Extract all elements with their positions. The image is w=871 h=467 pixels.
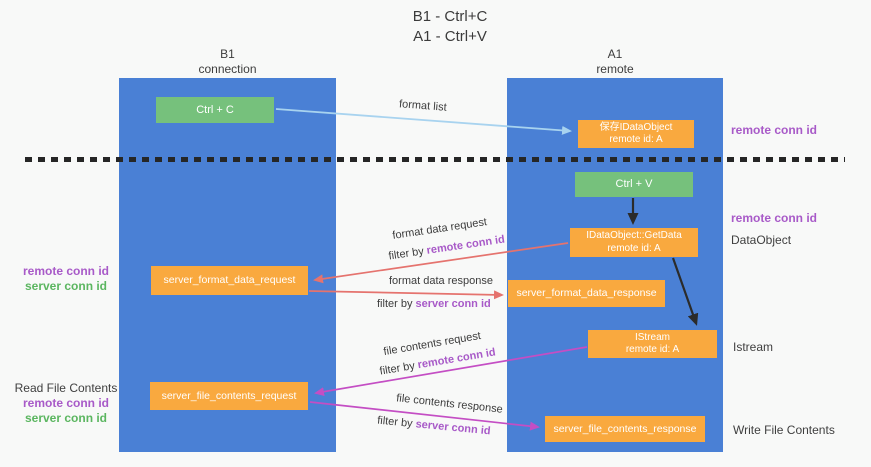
- remote-conn-id-text: remote conn id: [425, 233, 506, 257]
- filter-by-text: filter by: [376, 414, 414, 430]
- box-server-file-contents-request-label: server_file_contents_request: [161, 389, 297, 402]
- filter-by-text: filter by: [387, 245, 425, 263]
- title-line-2: A1 - Ctrl+V: [413, 28, 487, 45]
- box-server-format-data-response: server_format_data_response: [508, 280, 665, 307]
- box-istream-line2: remote id: A: [625, 344, 680, 355]
- box-ctrl-v-label: Ctrl + V: [615, 178, 653, 190]
- box-idataobject-getdata: IDataObject::GetData remote id: A: [570, 228, 698, 257]
- label-file-contents-response: file contents response: [395, 392, 504, 416]
- label-server-conn-id-left-1: server conn id: [24, 279, 108, 293]
- server-conn-id-text: server conn id: [415, 418, 492, 438]
- arrow-format-data-response: [308, 290, 504, 300]
- box-save-idataobject-line2: remote id: A: [609, 134, 663, 145]
- box-idataobject-getdata-line1: IDataObject::GetData: [586, 230, 682, 241]
- lane-a1-header: A1 remote: [507, 47, 723, 77]
- box-ctrl-c-label: Ctrl + C: [196, 103, 234, 116]
- filter-by-text: filter by: [378, 359, 416, 378]
- box-server-file-contents-response: server_file_contents_response: [545, 416, 705, 442]
- label-istream: Istream: [733, 340, 774, 354]
- lane-b1-subtitle: connection: [198, 62, 257, 76]
- label-filter-by-server-conn-id-1: filter by server conn id: [377, 298, 491, 310]
- label-write-file-contents: Write File Contents: [733, 423, 835, 437]
- label-remote-conn-id-right-1: remote conn id: [731, 123, 818, 137]
- label-filter-by-server-conn-id-2: filter by server conn id: [377, 415, 491, 438]
- box-server-file-contents-request: server_file_contents_request: [150, 382, 308, 410]
- box-ctrl-c: Ctrl + C: [156, 97, 274, 123]
- label-dataobject: DataObject: [731, 233, 792, 247]
- label-remote-conn-id-left-2: remote conn id: [22, 396, 109, 410]
- box-idataobject-getdata-line2: remote id: A: [607, 242, 661, 254]
- box-istream-line1: IStream: [634, 331, 670, 343]
- lane-a1-name: A1: [607, 47, 623, 61]
- box-ctrl-v: Ctrl + V: [575, 172, 693, 197]
- box-server-format-data-request-label: server_format_data_request: [163, 274, 296, 286]
- lane-b1-header: B1 connection: [119, 47, 336, 77]
- box-server-format-data-request: server_format_data_request: [151, 266, 308, 295]
- box-server-file-contents-response-label: server_file_contents_response: [553, 422, 697, 435]
- box-server-format-data-response-label: server_format_data_response: [516, 287, 657, 299]
- label-group-file-ids: Read File Contents remote conn id server…: [0, 381, 132, 426]
- lane-b1-name: B1: [220, 47, 235, 61]
- label-format-list: format list: [398, 98, 448, 114]
- label-read-file-contents: Read File Contents: [14, 381, 118, 395]
- filter-by-text: filter by: [377, 298, 413, 310]
- server-conn-id-text: server conn id: [415, 298, 491, 310]
- box-istream: IStream remote id: A: [588, 330, 717, 358]
- title-line-1: B1 - Ctrl+C: [412, 8, 488, 25]
- diagram-title: B1 - Ctrl+C A1 - Ctrl+V: [300, 7, 600, 47]
- label-remote-conn-id-right-2: remote conn id: [731, 211, 818, 225]
- label-group-format-ids: remote conn id server conn id: [0, 264, 132, 294]
- label-server-conn-id-left-2: server conn id: [24, 411, 108, 425]
- lane-a1-subtitle: remote: [596, 62, 634, 76]
- phase-divider-dashed-line: [25, 157, 845, 162]
- label-remote-conn-id-left-1: remote conn id: [22, 264, 109, 278]
- label-format-data-response: format data response: [389, 275, 493, 287]
- box-save-idataobject: 保存IDataObject remote id: A: [578, 120, 694, 148]
- box-save-idataobject-line1: 保存IDataObject: [599, 121, 673, 133]
